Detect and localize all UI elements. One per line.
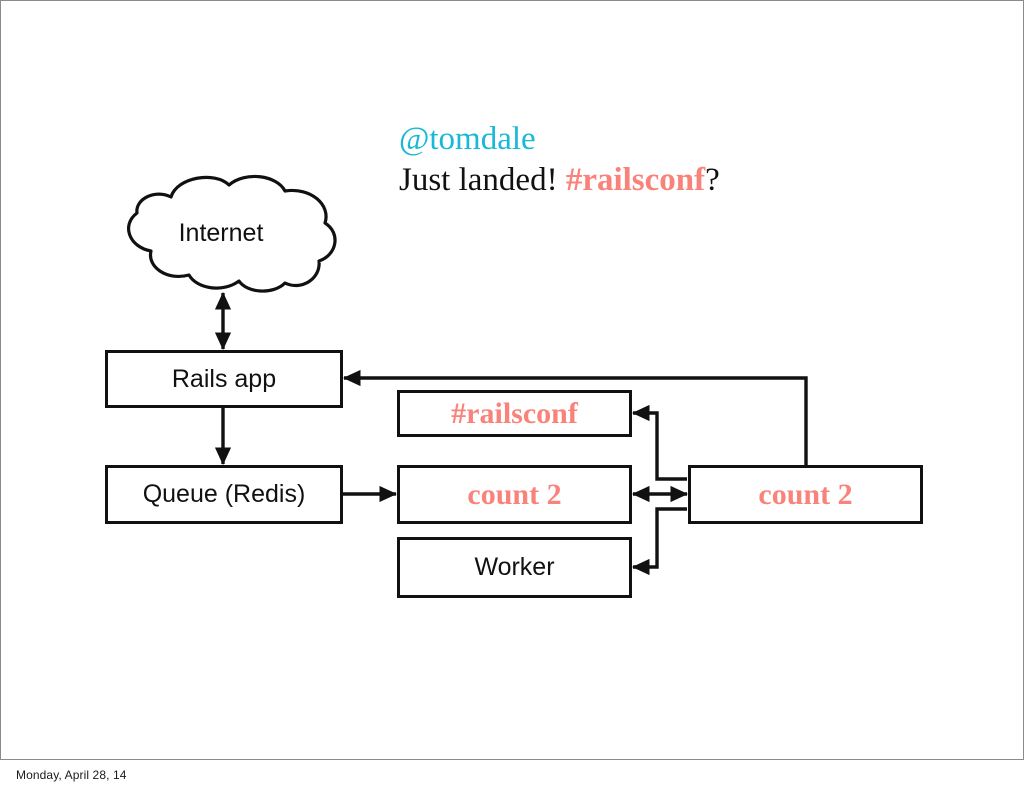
queue-redis-box — [105, 465, 343, 524]
tweet-text: Just landed! #railsconf? — [399, 159, 919, 201]
edge-countright-railsconf — [631, 404, 687, 481]
tweet-text-before: Just landed! — [399, 162, 566, 198]
count-middle-box — [397, 465, 632, 524]
tweet-handle: @tomdale — [399, 121, 536, 157]
worker-box — [397, 537, 632, 598]
tweet-block: @tomdale Just landed! #railsconf? — [399, 119, 919, 201]
tweet-text-after: ? — [705, 162, 720, 198]
edge-countright-worker — [631, 507, 687, 576]
footer-date: Monday, April 28, 14 — [16, 768, 127, 782]
footer-bar — [0, 760, 1024, 788]
edge-countright-rails — [342, 369, 808, 465]
rails-app-box — [105, 350, 343, 408]
slide-canvas: @tomdale Just landed! #railsconf? — [0, 0, 1024, 760]
tweet-hashtag: #railsconf — [565, 162, 706, 198]
count-right-box — [688, 465, 923, 524]
railsconf-key-box — [397, 390, 632, 437]
architecture-diagram — [105, 174, 923, 598]
internet-cloud-shape — [127, 174, 337, 293]
